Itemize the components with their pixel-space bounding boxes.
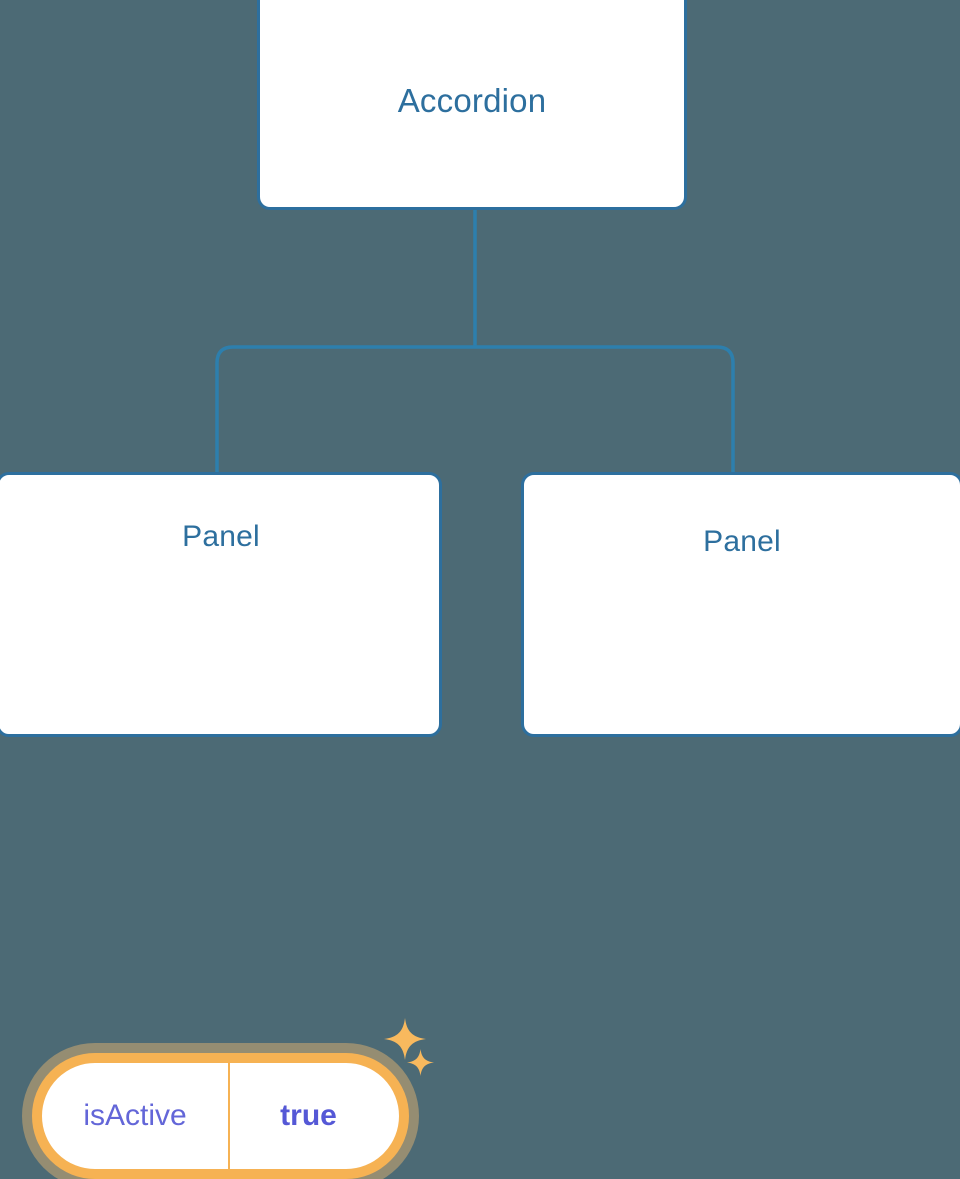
node-panel-active-label: Panel [182, 520, 260, 553]
node-accordion-label: Accordion [397, 82, 547, 119]
node-accordion[interactable]: Accordion [257, 0, 687, 210]
connector-branch-right [475, 345, 735, 472]
sparkle-icon [407, 1049, 434, 1076]
node-panel-active[interactable]: Panel isActive true [0, 472, 442, 1179]
prop-key: isActive [42, 1063, 230, 1169]
sparkle-icon [384, 1018, 426, 1060]
node-panel-inactive[interactable]: Panel isActive false [521, 472, 960, 737]
prop-value: true [280, 1099, 337, 1132]
connector-branch-left [215, 345, 475, 472]
prop-pill-isactive-true[interactable]: isActive true [32, 1053, 409, 1179]
node-panel-inactive-label: Panel [703, 525, 781, 558]
